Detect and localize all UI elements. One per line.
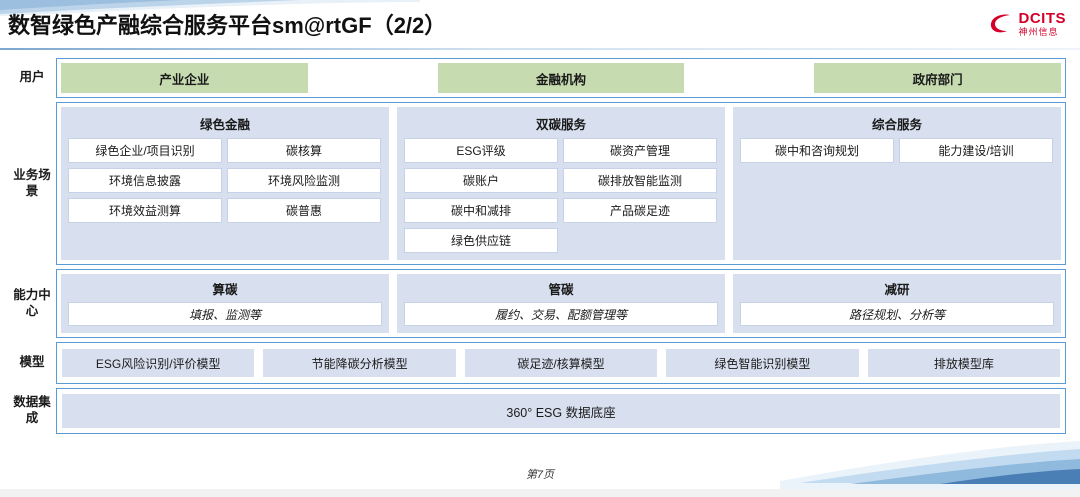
row-business-scenarios: 业务场景 绿色金融 绿色企业/项目识别 碳核算 环境信息披露 环境风险监测 环境… [8,102,1066,265]
capability-subtitle[interactable]: 履约、交易、配额管理等 [404,302,718,326]
scenario-item[interactable]: 碳核算 [227,138,381,163]
brand-logo: DCITS 神州信息 [988,8,1067,40]
row-users: 用户 产业企业 金融机构 政府部门 [8,58,1066,98]
model-item[interactable]: ESG风险识别/评价模型 [62,349,255,377]
scenario-item[interactable]: 环境效益测算 [68,198,222,223]
row-label-data: 数据集成 [13,395,51,425]
scenario-item[interactable]: ESG评级 [404,138,558,163]
scenario-item[interactable]: 碳普惠 [227,198,381,223]
row-data-integration: 数据集成 360° ESG 数据底座 [8,388,1066,434]
logo-main-text: DCITS [1018,10,1066,27]
capability-column-carbon-management: 管碳 履约、交易、配额管理等 [397,274,725,333]
user-cell: 产业企业 [61,63,394,93]
capability-subtitle[interactable]: 路径规划、分析等 [740,302,1054,326]
user-chip-government[interactable]: 政府部门 [814,63,1061,93]
data-foundation-bar[interactable]: 360° ESG 数据底座 [62,394,1060,428]
scenario-item[interactable]: 产品碳足迹 [563,198,717,223]
scenario-item[interactable]: 环境风险监测 [227,168,381,193]
capability-title: 管碳 [548,283,574,297]
model-item[interactable]: 排放模型库 [867,349,1061,377]
dcits-swirl-icon [988,12,1014,36]
scenario-item[interactable]: 能力建设/培训 [899,138,1053,163]
row-body-scenarios: 绿色金融 绿色企业/项目识别 碳核算 环境信息披露 环境风险监测 环境效益测算 … [56,102,1066,265]
scenario-item[interactable]: 绿色企业/项目识别 [68,138,222,163]
row-label-capability: 能力中心 [13,287,51,318]
row-label-models: 模型 [19,355,45,370]
user-cell: 政府部门 [728,63,1061,93]
page-number: 第7页 [525,469,555,481]
scenario-column-green-finance: 绿色金融 绿色企业/项目识别 碳核算 环境信息披露 环境风险监测 环境效益测算 … [61,107,389,260]
scenario-item[interactable]: 绿色供应链 [404,228,558,253]
row-body-users: 产业企业 金融机构 政府部门 [56,58,1066,98]
scenario-item[interactable]: 碳账户 [404,168,558,193]
user-chip-financial[interactable]: 金融机构 [437,63,685,93]
user-cell: 金融机构 [394,63,727,93]
scenario-item[interactable]: 碳中和咨询规划 [740,138,894,163]
scenario-column-comprehensive: 综合服务 碳中和咨询规划 能力建设/培训 [733,107,1061,260]
scenario-column-dual-carbon: 双碳服务 ESG评级 碳资产管理 碳账户 碳排放智能监测 碳中和减排 产品碳足迹… [397,107,725,260]
capability-column-carbon-accounting: 算碳 填报、监测等 [61,274,389,333]
capability-column-carbon-reduction: 减研 路径规划、分析等 [733,274,1061,333]
scenario-item[interactable]: 碳排放智能监测 [563,168,717,193]
row-body-capability: 算碳 填报、监测等 管碳 履约、交易、配额管理等 减研 路径规划、分析等 [56,269,1066,338]
user-chip-industry[interactable]: 产业企业 [61,63,308,93]
scenario-column-title: 双碳服务 [535,118,586,132]
logo-sub-text: 神州信息 [1018,27,1059,37]
row-body-models: ESG风险识别/评价模型 节能降碳分析模型 碳足迹/核算模型 绿色智能识别模型 … [56,342,1066,384]
row-capability-center: 能力中心 算碳 填报、监测等 管碳 履约、交易、配额管理等 减研 路径规划、分析… [8,269,1066,338]
scenario-item[interactable]: 碳中和减排 [404,198,558,223]
scenario-item[interactable]: 环境信息披露 [68,168,222,193]
scenario-item[interactable]: 碳资产管理 [563,138,717,163]
bottom-hairline [0,489,1080,497]
model-item[interactable]: 绿色智能识别模型 [666,349,859,377]
architecture-matrix: 用户 产业企业 金融机构 政府部门 业务场景 [8,58,1066,438]
row-label-scenarios: 业务场景 [13,167,51,198]
capability-title: 算碳 [212,283,238,297]
capability-title: 减研 [884,283,910,297]
scenario-column-title: 综合服务 [871,118,922,132]
page-title: 数智绿色产融综合服务平台sm@rtGF（2/2） [8,13,447,38]
row-body-data: 360° ESG 数据底座 [56,388,1066,434]
model-item[interactable]: 碳足迹/核算模型 [464,349,658,377]
row-label-users: 用户 [19,70,45,85]
row-models: 模型 ESG风险识别/评价模型 节能降碳分析模型 碳足迹/核算模型 绿色智能识别… [8,342,1066,384]
model-item[interactable]: 节能降碳分析模型 [263,349,456,377]
title-divider [0,48,1080,50]
scenario-column-title: 绿色金融 [199,118,250,132]
capability-subtitle[interactable]: 填报、监测等 [68,302,382,326]
slide-header: 数智绿色产融综合服务平台sm@rtGF（2/2） DCITS 神州信息 [0,0,1080,52]
